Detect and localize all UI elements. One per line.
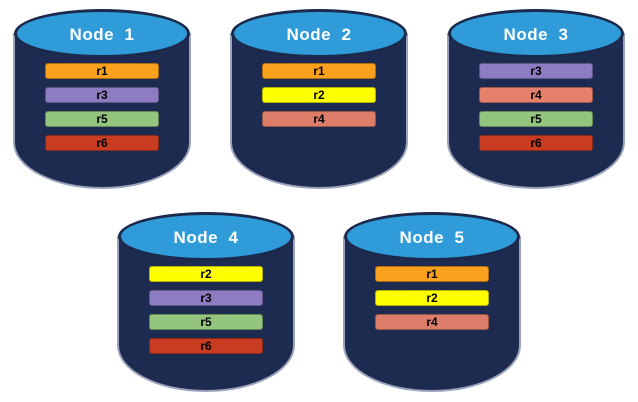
database-node: Node 2 r1 r2 r4 — [230, 9, 408, 189]
replica-bar: r1 — [45, 63, 159, 79]
database-cylinder-top: Node 2 — [231, 9, 407, 58]
replica-bar: r4 — [479, 87, 593, 103]
replica-label: r3 — [200, 291, 212, 305]
replica-bar: r6 — [479, 135, 593, 151]
replica-bar: r3 — [149, 290, 263, 306]
replica-label: r1 — [96, 64, 108, 78]
database-node: Node 5 r1 r2 r4 — [343, 212, 521, 392]
database-cylinder-top: Node 3 — [448, 9, 624, 58]
database-node: Node 1 r1 r3 r5 r6 — [13, 9, 191, 189]
replica-label: r5 — [96, 112, 108, 126]
node-label: Node 4 — [173, 227, 239, 247]
replica-bar: r2 — [149, 266, 263, 282]
replica-label: r2 — [200, 267, 212, 281]
replica-label: r1 — [426, 267, 438, 281]
replica-bar: r4 — [262, 111, 376, 127]
replica-bar: r4 — [375, 314, 489, 330]
replica-bar: r6 — [149, 338, 263, 354]
replica-bar: r3 — [479, 63, 593, 79]
replica-bar: r5 — [479, 111, 593, 127]
replica-bar: r5 — [149, 314, 263, 330]
replica-label: r4 — [313, 112, 325, 126]
replica-label: r5 — [530, 112, 542, 126]
replica-label: r3 — [96, 88, 108, 102]
node-row-bottom: Node 4 r2 r3 r5 r6 Node 5 r1 r2 r4 — [0, 212, 638, 392]
node-label: Node 2 — [286, 24, 352, 44]
database-cylinder-top: Node 1 — [14, 9, 190, 58]
replica-label: r2 — [313, 88, 325, 102]
replica-label: r4 — [426, 315, 438, 329]
replica-bar: r1 — [375, 266, 489, 282]
replica-bar: r2 — [262, 87, 376, 103]
replica-label: r5 — [200, 315, 212, 329]
replica-bar: r1 — [262, 63, 376, 79]
replica-list: r1 r3 r5 r6 — [13, 63, 191, 151]
replica-label: r3 — [530, 64, 542, 78]
database-node: Node 4 r2 r3 r5 r6 — [117, 212, 295, 392]
replica-label: r4 — [530, 88, 542, 102]
replica-bar: r2 — [375, 290, 489, 306]
node-label: Node 1 — [69, 24, 135, 44]
replica-bar: r5 — [45, 111, 159, 127]
replica-list: r1 r2 r4 — [343, 266, 521, 330]
replica-label: r6 — [96, 136, 108, 150]
replica-bar: r6 — [45, 135, 159, 151]
replica-list: r2 r3 r5 r6 — [117, 266, 295, 354]
node-label: Node 3 — [503, 24, 569, 44]
database-node: Node 3 r3 r4 r5 r6 — [447, 9, 625, 189]
replica-list: r1 r2 r4 — [230, 63, 408, 127]
node-label: Node 5 — [399, 227, 465, 247]
replica-list: r3 r4 r5 r6 — [447, 63, 625, 151]
database-cylinder-top: Node 4 — [118, 212, 294, 261]
replica-label: r6 — [530, 136, 542, 150]
replica-label: r1 — [313, 64, 325, 78]
replica-label: r2 — [426, 291, 438, 305]
replica-label: r6 — [200, 339, 212, 353]
replica-bar: r3 — [45, 87, 159, 103]
database-cylinder-top: Node 5 — [344, 212, 520, 261]
